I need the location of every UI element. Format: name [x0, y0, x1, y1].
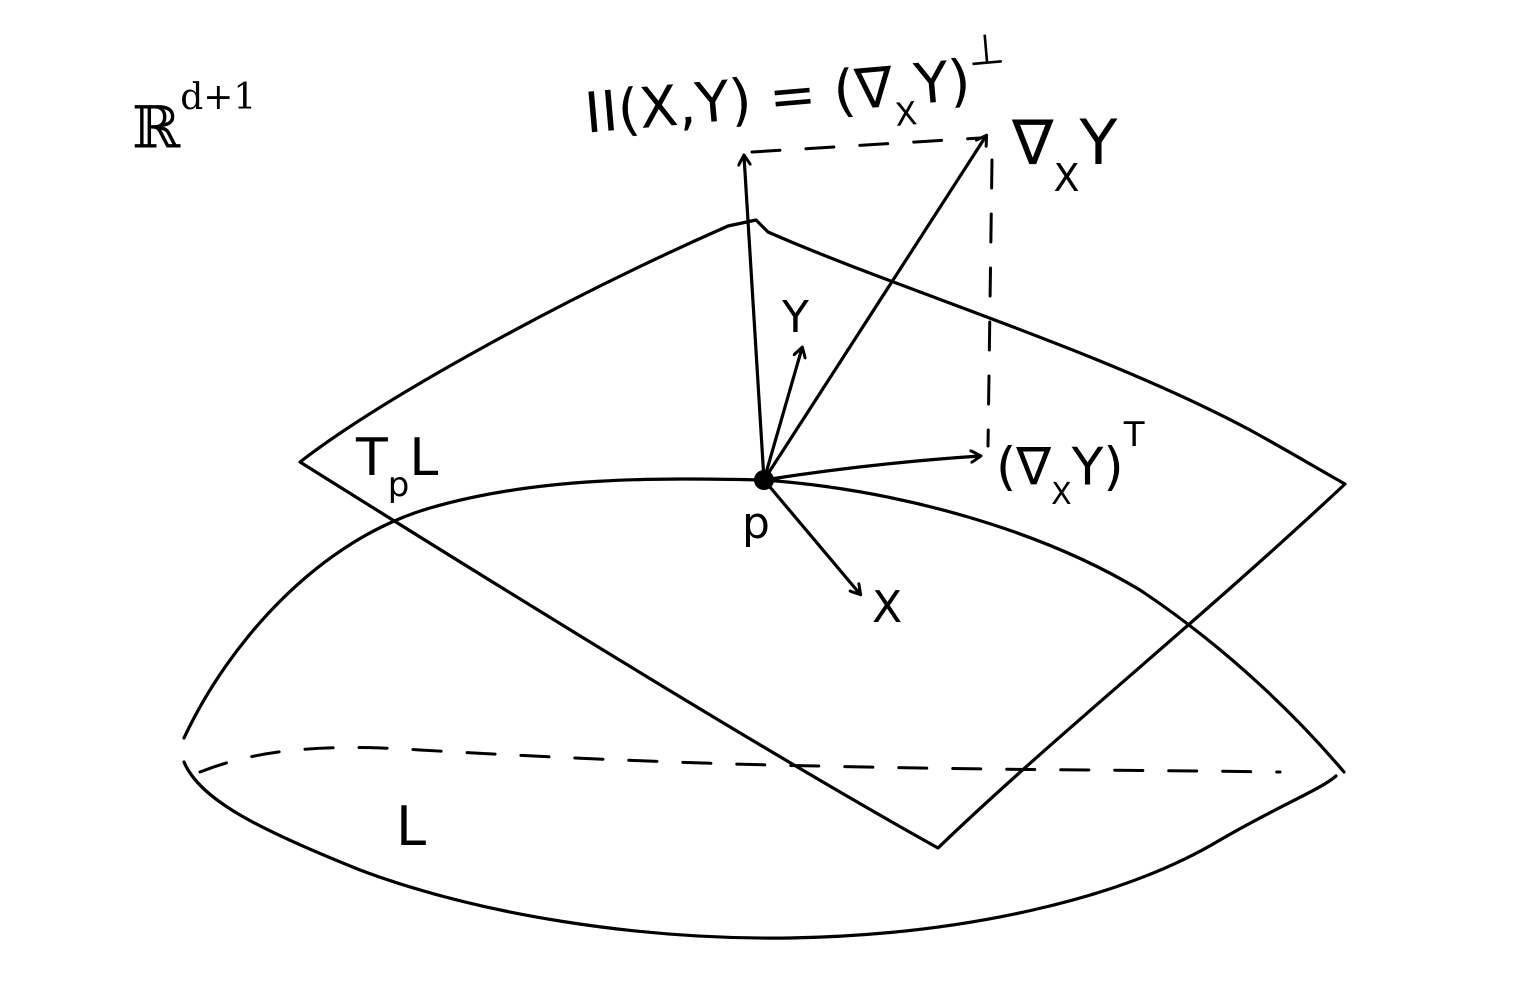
vector-y-label: Y: [782, 292, 809, 343]
ambient-space-superscript: d+1: [180, 77, 257, 118]
formula-perp: ⊥: [965, 23, 1007, 76]
point-p-dot: [754, 470, 774, 490]
arrow-y: [762, 348, 802, 482]
dashed-horizontal-projection: [750, 136, 982, 154]
arrow-x: [762, 478, 860, 594]
ambient-space-base: ℝ: [132, 93, 181, 162]
projection-lines: [750, 136, 994, 448]
formula-rest: Y): [911, 48, 974, 118]
covariant-derivative-label: ∇XY: [1012, 112, 1117, 198]
surface-L-label: L: [396, 795, 427, 858]
surface-front-arc: [182, 760, 1338, 940]
tangent-plane-subscript: p: [387, 465, 410, 506]
vector-x-label: X: [872, 582, 903, 633]
arrow-nabla-x-y: [762, 136, 986, 482]
vectors: [744, 136, 986, 594]
tangent-plane-base: T: [356, 428, 388, 488]
ambient-space-label: ℝd+1: [132, 80, 256, 157]
nabla-rest: Y: [1079, 106, 1118, 179]
tangent-component-rest: Y): [1071, 437, 1124, 498]
nabla-subscript: X: [1053, 156, 1080, 201]
tangent-component-subscript: X: [1051, 476, 1072, 512]
arrow-normal-component: [744, 156, 766, 482]
point-p-label: p: [742, 498, 770, 549]
tangent-plane-outline: [298, 218, 1347, 850]
tangent-plane-label: TpL: [356, 432, 438, 502]
tangent-component-superscript: T: [1123, 415, 1145, 455]
arrow-tangent-component: [762, 456, 980, 482]
tangent-component-label: (∇XY)T: [996, 418, 1144, 509]
tangent-plane-rest: L: [409, 428, 439, 488]
surface-back-dashed-edge: [198, 746, 1282, 774]
nabla-symbol: ∇: [1012, 106, 1054, 179]
tangent-component-text: (∇: [996, 437, 1052, 498]
formula-subscript: X: [893, 94, 919, 134]
dashed-vertical-projection: [986, 158, 994, 448]
tangent-plane: [298, 218, 1347, 850]
